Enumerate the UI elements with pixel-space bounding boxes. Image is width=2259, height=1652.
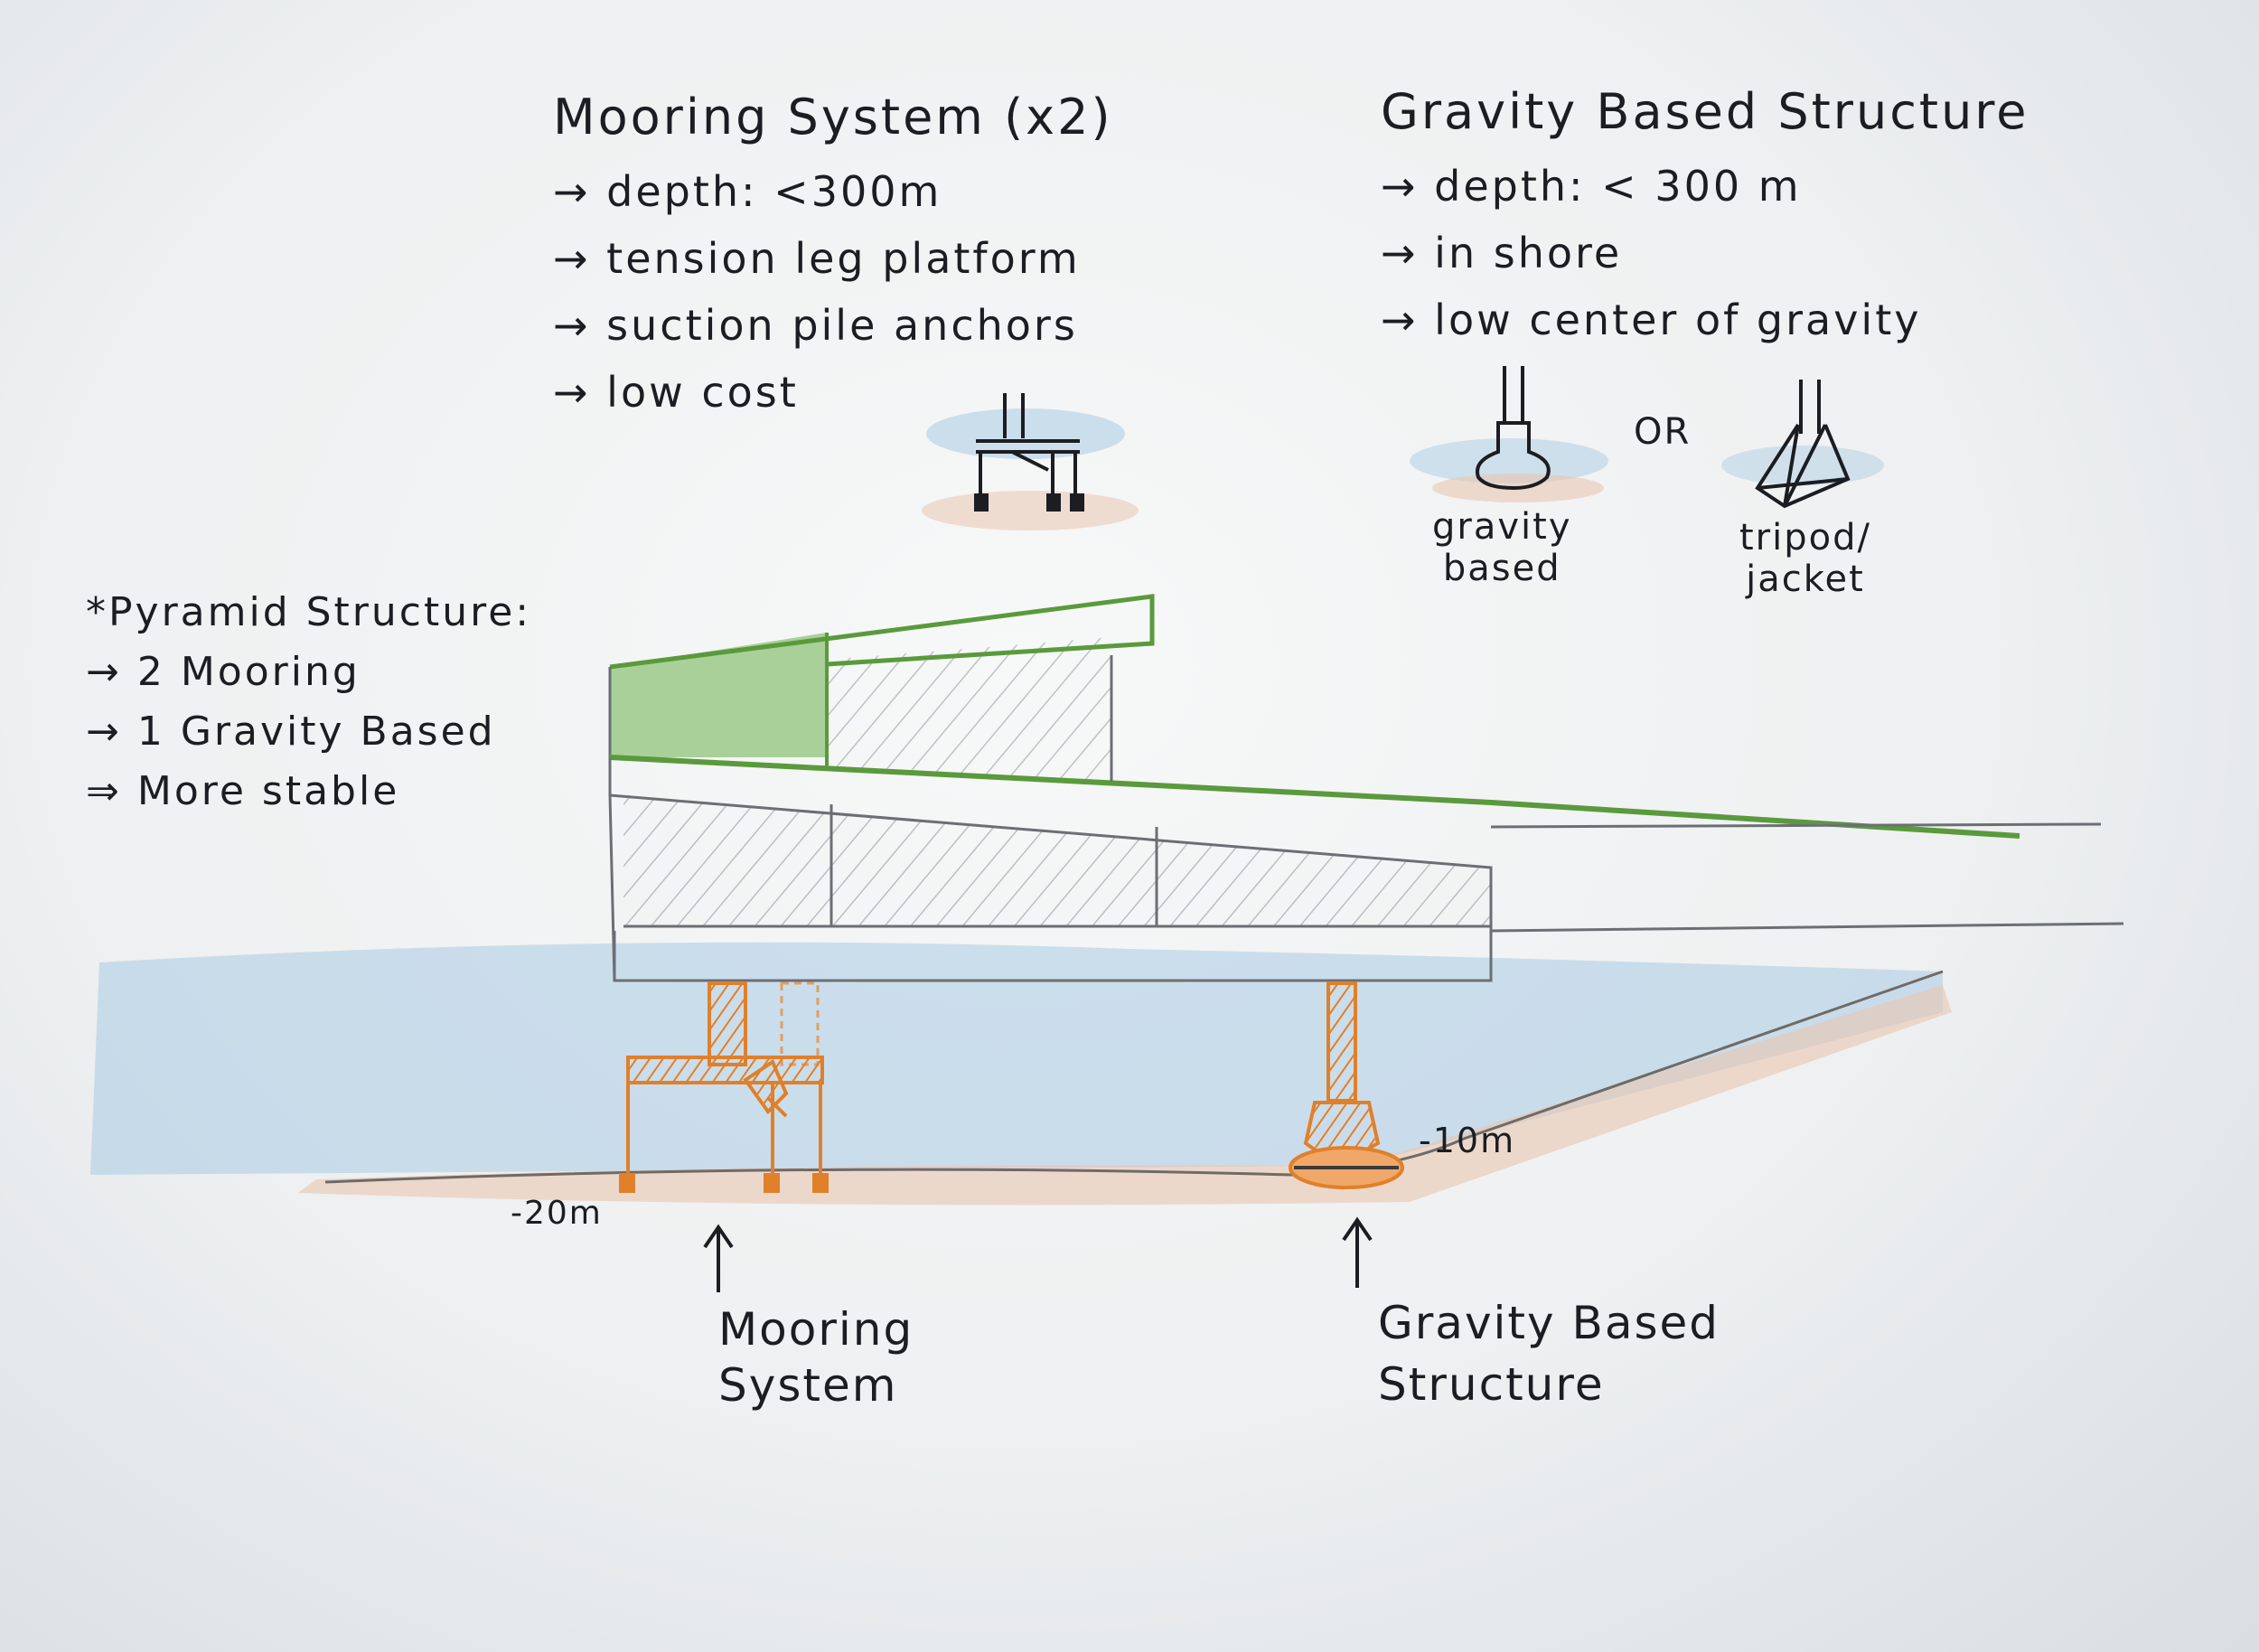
mooring-callout-label: Mooring System — [718, 1303, 914, 1412]
mooring-icon — [922, 393, 1139, 530]
mooring-note-line: → suction pile anchors — [553, 301, 1078, 350]
upper-glass-hatch — [827, 637, 1111, 782]
gravity-note-line: → in shore — [1381, 229, 1623, 277]
gravity-callout-arrow — [1342, 1216, 1373, 1288]
tripod-jacket-option-label: tripod/ jacket — [1739, 517, 1871, 600]
main-body-outline — [608, 793, 1493, 982]
pyramid-note-line: → 1 Gravity Based — [86, 709, 496, 755]
tripod-jacket-icon — [1721, 380, 1884, 509]
gravity-depth-label: -10m — [1419, 1121, 1516, 1160]
gravity-note-line: → depth: < 300 m — [1381, 162, 1802, 211]
mooring-callout-arrow — [703, 1224, 734, 1292]
gravity-notes: Gravity Based Structure → depth: < 300 m… — [1381, 83, 2029, 353]
green-roof-line — [609, 594, 1155, 670]
or-label: OR — [1634, 411, 1692, 453]
gravity-notes-title: Gravity Based Structure — [1381, 83, 2029, 140]
mooring-notes: Mooring System (x2) → depth: <300m → ten… — [553, 89, 1113, 426]
mooring-system-drawing — [619, 981, 829, 1193]
pyramid-notes-title: *Pyramid Structure: — [86, 589, 532, 635]
pyramid-note-line: → 2 Mooring — [86, 649, 361, 695]
pyramid-notes: *Pyramid Structure: → 2 Mooring → 1 Grav… — [86, 583, 531, 821]
gravity-callout-label: Gravity Based Structure — [1378, 1297, 1720, 1411]
mooring-note-line: → tension leg platform — [553, 234, 1081, 283]
mooring-notes-title: Mooring System (x2) — [553, 89, 1113, 145]
pyramid-note-line: ⇒ More stable — [86, 768, 400, 814]
mooring-note-line: → low cost — [553, 368, 799, 417]
main-glass-hatch — [623, 795, 1491, 926]
gravity-based-icon — [1410, 366, 1608, 502]
water-area — [90, 942, 1943, 1175]
green-roof-panel — [610, 633, 827, 757]
mooring-depth-label: -20m — [511, 1195, 603, 1232]
seabed-area — [298, 985, 1952, 1206]
gravity-note-line: → low center of gravity — [1381, 296, 1922, 344]
gravity-structure-drawing — [1289, 981, 1404, 1189]
gravity-based-option-label: gravity based — [1432, 506, 1572, 589]
mooring-note-line: → depth: <300m — [553, 167, 942, 216]
